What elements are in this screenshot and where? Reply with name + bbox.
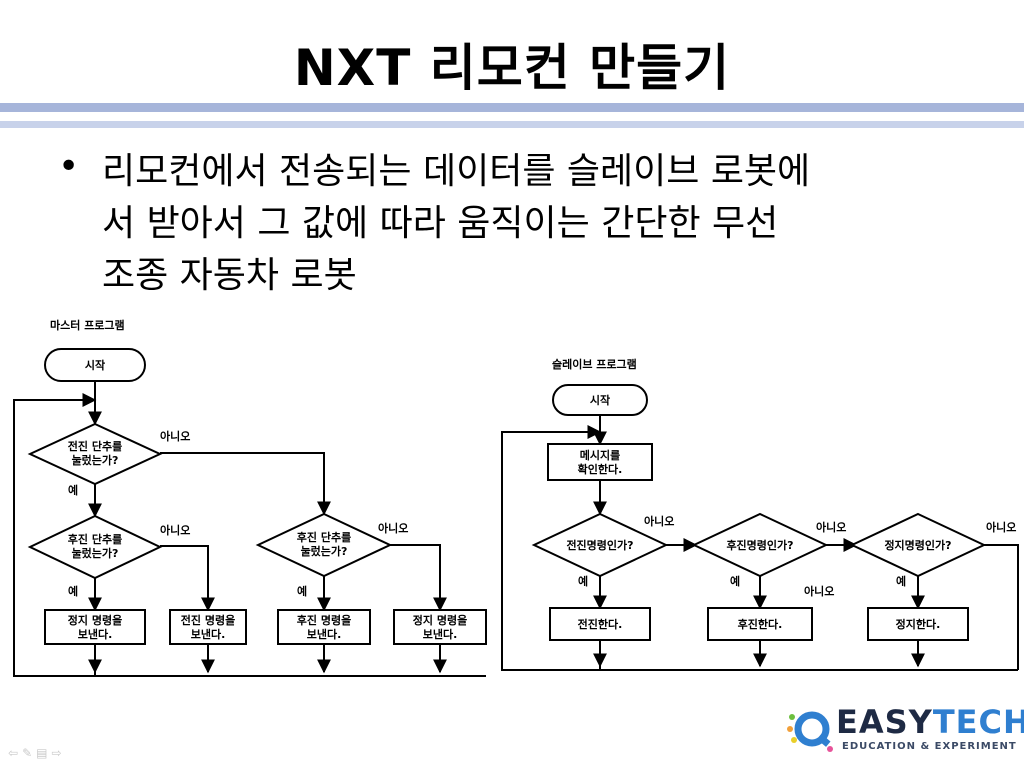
logo-word-tech: TECH <box>932 703 1024 741</box>
slave-label: 슬레이브 프로그램 <box>552 357 637 371</box>
master-start-text: 시작 <box>85 358 105 372</box>
master-decision-3-line-1: 후진 단추를 <box>297 530 351 544</box>
logo-dot-orange-icon <box>787 726 793 732</box>
slave-process-3-text: 정지한다. <box>896 617 941 631</box>
master-decision-2 <box>27 514 163 580</box>
master-process-3 <box>277 609 371 645</box>
logo-word-easy: EASY <box>836 703 933 741</box>
master-no-label-3: 아니오 <box>378 521 408 535</box>
master-decision-1-line-1: 전진 단추를 <box>68 439 122 453</box>
slave-decision-3 <box>849 512 987 578</box>
slave-decision-1-text: 전진명령인가? <box>566 538 633 552</box>
slave-process-1-text: 전진한다. <box>578 617 623 631</box>
bullet-line-1: 리모컨에서 전송되는 데이터를 슬레이브 로봇에 <box>102 151 811 192</box>
logo-dot-pink-icon <box>827 746 833 752</box>
master-decision-2-line-2: 눌렀는가? <box>72 546 119 560</box>
slave-check-line-2: 확인한다. <box>578 462 623 476</box>
master-yes-label-3: 예 <box>297 584 307 598</box>
master-process-3-line-1: 후진 명령을 <box>297 613 351 627</box>
master-process-3-line-2: 보낸다. <box>307 627 342 641</box>
logo-q-tail-icon <box>816 733 831 747</box>
slave-decision-1 <box>531 512 669 578</box>
menu-icon[interactable]: ▤ <box>36 746 52 760</box>
master-process-1-line-1: 정지 명령을 <box>68 613 122 627</box>
slave-process-2-text: 후진한다. <box>738 617 783 631</box>
slave-decision-3-text: 정지명령인가? <box>884 538 951 552</box>
master-yes-label-1: 예 <box>68 483 78 497</box>
master-process-2-line-1: 전진 명령을 <box>181 613 235 627</box>
slave-no-label-3: 아니오 <box>986 520 1016 534</box>
master-yes-label-2: 예 <box>68 584 78 598</box>
master-decision-2-line-1: 후진 단추를 <box>68 532 122 546</box>
master-process-4-line-2: 보낸다. <box>423 627 458 641</box>
bullet-text: 리모컨에서 전송되는 데이터를 슬레이브 로봇에 서 받아서 그 값에 따라 움… <box>102 146 982 302</box>
slave-process-1 <box>549 607 651 641</box>
slave-check-process <box>547 443 653 481</box>
master-label: 마스터 프로그램 <box>50 318 125 332</box>
pen-icon[interactable]: ✎ <box>22 746 37 760</box>
logo-wordmark: EASYTECH <box>836 703 1024 741</box>
master-process-1-line-2: 보낸다. <box>78 627 113 641</box>
logo-dot-yellow-icon <box>791 737 797 743</box>
slave-check-line-1: 메시지를 <box>580 448 620 462</box>
slave-no-label-extra: 아니오 <box>804 584 834 598</box>
bullet-line-3: 조종 자동차 로봇 <box>102 255 357 296</box>
header-rule-dark <box>0 103 1024 112</box>
master-process-2 <box>169 609 247 645</box>
slave-start-text: 시작 <box>590 393 610 407</box>
master-decision-3-line-2: 눌렀는가? <box>301 544 348 558</box>
logo-q-ring-icon <box>794 711 830 747</box>
flowcharts: 마스터 프로그램 시작 전진 단추를 눌렀는가? 아니오 예 후진 단추를 눌렀… <box>13 318 1019 677</box>
bullet-marker: • <box>58 146 80 187</box>
master-process-4-line-1: 정지 명령을 <box>413 613 467 627</box>
slave-yes-label-2: 예 <box>730 574 740 588</box>
slide-title: NXT 리모컨 만들기 <box>293 39 731 97</box>
master-process-2-line-2: 보낸다. <box>191 627 226 641</box>
master-decision-1-line-2: 눌렀는가? <box>72 453 119 467</box>
master-no-label-2: 아니오 <box>160 523 190 537</box>
slide-nav-controls: ⇦✎▤⇨ <box>8 746 66 760</box>
forward-arrow-icon[interactable]: ⇨ <box>51 746 66 760</box>
slave-no-label-1: 아니오 <box>644 514 674 528</box>
master-decision-1 <box>27 422 163 486</box>
easytech-logo-mark <box>787 711 833 752</box>
header-rule-light <box>0 121 1024 128</box>
bullet-line-2: 서 받아서 그 값에 따라 움직이는 간단한 무선 <box>102 203 779 244</box>
slave-process-3 <box>867 607 969 641</box>
slave-no-label-2: 아니오 <box>816 520 846 534</box>
slave-process-2 <box>707 607 813 641</box>
slave-yes-label-3: 예 <box>896 574 906 588</box>
slave-decision-2-text: 후진명령인가? <box>726 538 793 552</box>
logo-dot-green-icon <box>789 714 795 720</box>
slave-decision-2 <box>691 512 829 578</box>
master-process-1 <box>44 609 146 645</box>
master-no-label-1: 아니오 <box>160 429 190 443</box>
slave-yes-label-1: 예 <box>578 574 588 588</box>
logo-tagline: EDUCATION & EXPERIMENT <box>842 741 1017 752</box>
back-arrow-icon[interactable]: ⇦ <box>8 746 23 760</box>
master-decision-3 <box>255 512 393 578</box>
master-process-4 <box>393 609 487 645</box>
